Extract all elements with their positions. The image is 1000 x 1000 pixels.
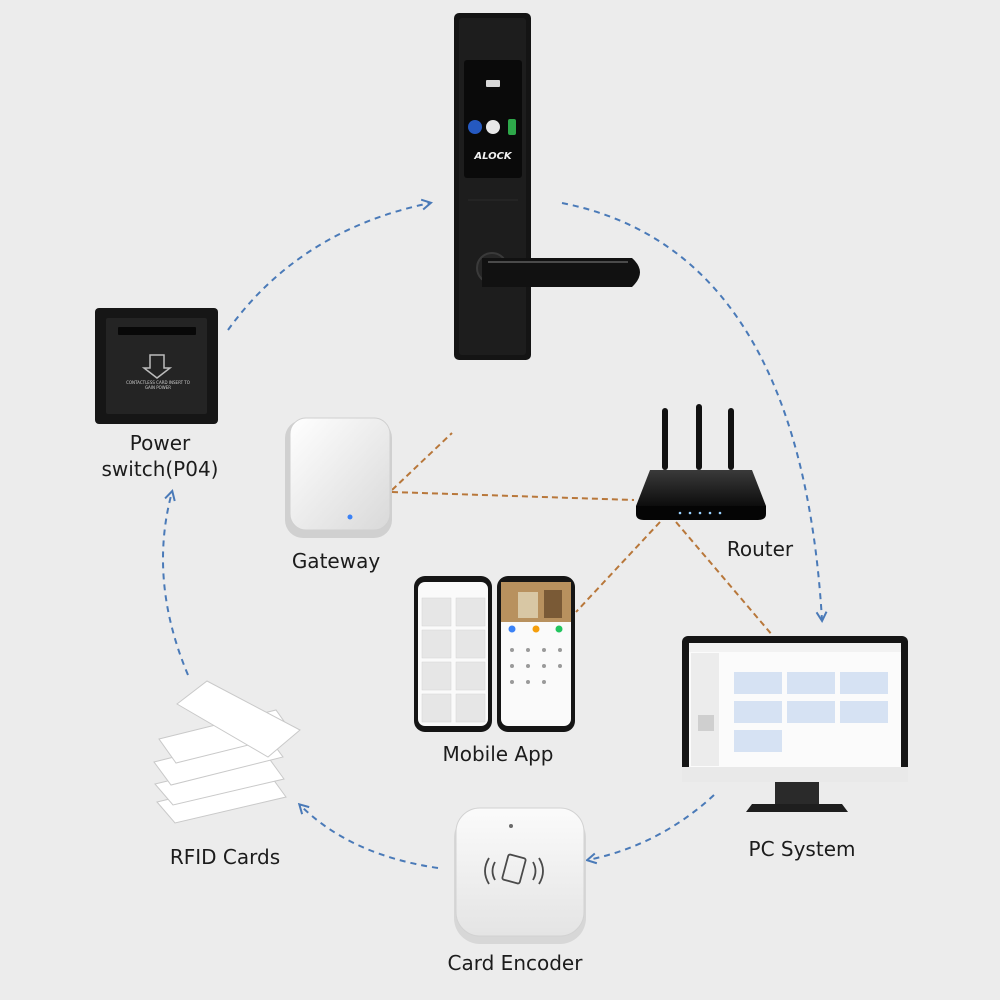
pc-monitor xyxy=(682,636,908,812)
arrow-pc-to-encoder xyxy=(588,794,715,860)
power-switch xyxy=(95,308,218,424)
gateway-label: Gateway xyxy=(291,549,381,573)
pc-system-label: PC System xyxy=(748,837,856,861)
link-gateway-up xyxy=(391,432,453,491)
power-switch-plate-text: CONTACTLESS CARD INSERT TO GAIN POWER xyxy=(126,380,190,390)
rfid-card-stack xyxy=(153,680,301,824)
power-switch-label: Power switch(P04) xyxy=(80,430,240,482)
gateway-device xyxy=(285,417,392,538)
network-links xyxy=(391,432,774,637)
arrow-cards-to-power xyxy=(162,492,189,676)
router-label: Router xyxy=(726,537,794,561)
link-router-app xyxy=(575,521,661,613)
arrow-power-to-lock xyxy=(227,203,430,331)
mobile-app-phones xyxy=(414,576,575,732)
link-gateway-router xyxy=(391,491,635,501)
door-lock xyxy=(454,13,640,360)
card-encoder-label: Card Encoder xyxy=(447,951,583,975)
rfid-cards-label: RFID Cards xyxy=(169,845,281,869)
card-encoder-device xyxy=(454,807,586,944)
flow-arrows xyxy=(162,203,822,869)
lock-brand-logo: ALOCK xyxy=(474,151,512,162)
link-router-pc xyxy=(675,521,774,637)
arrow-encoder-to-cards xyxy=(300,805,439,869)
power-switch-label-line2: switch(P04) xyxy=(101,457,219,481)
power-switch-label-line1: Power xyxy=(129,431,191,455)
router-device xyxy=(636,404,766,520)
mobile-app-label: Mobile App xyxy=(442,742,554,766)
